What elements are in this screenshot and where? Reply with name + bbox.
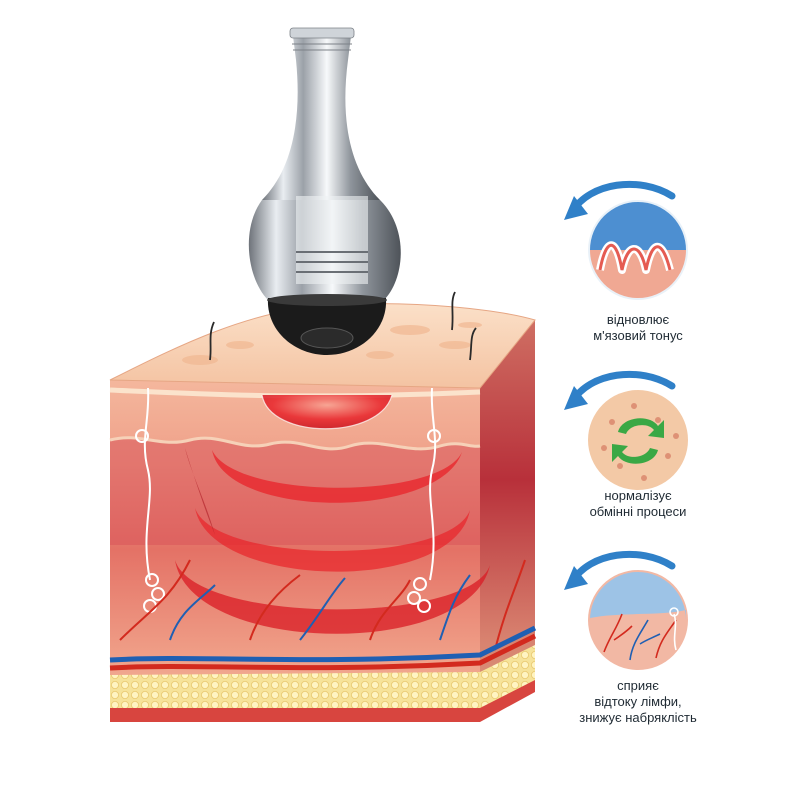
- caption-line: нормалізує: [604, 488, 672, 503]
- caption-line: відновлює: [606, 312, 670, 327]
- benefit-caption-metabolism: нормалізує обмінні процеси: [528, 488, 748, 520]
- metabolism-cycle-icon: [564, 370, 688, 490]
- caption-line: м'язовий тонус: [593, 328, 683, 343]
- benefit-caption-muscle-tone: відновлює м'язовий тонус: [528, 312, 748, 344]
- caption-line: знижує набряклість: [579, 710, 697, 725]
- fat-layer: [110, 645, 535, 720]
- lymph-drainage-icon: [564, 550, 688, 670]
- rf-heat-waves: [175, 394, 490, 634]
- caption-line: сприяє: [617, 678, 659, 693]
- caption-line: відтоку лімфи,: [594, 694, 682, 709]
- benefit-caption-lymph-drainage: сприяє відтоку лімфи, знижує набряклість: [528, 678, 748, 726]
- rf-device-handpiece: [248, 27, 401, 355]
- muscle-tone-icon: [564, 180, 688, 300]
- caption-line: обмінні процеси: [589, 504, 687, 519]
- blood-vessels: [119, 559, 526, 651]
